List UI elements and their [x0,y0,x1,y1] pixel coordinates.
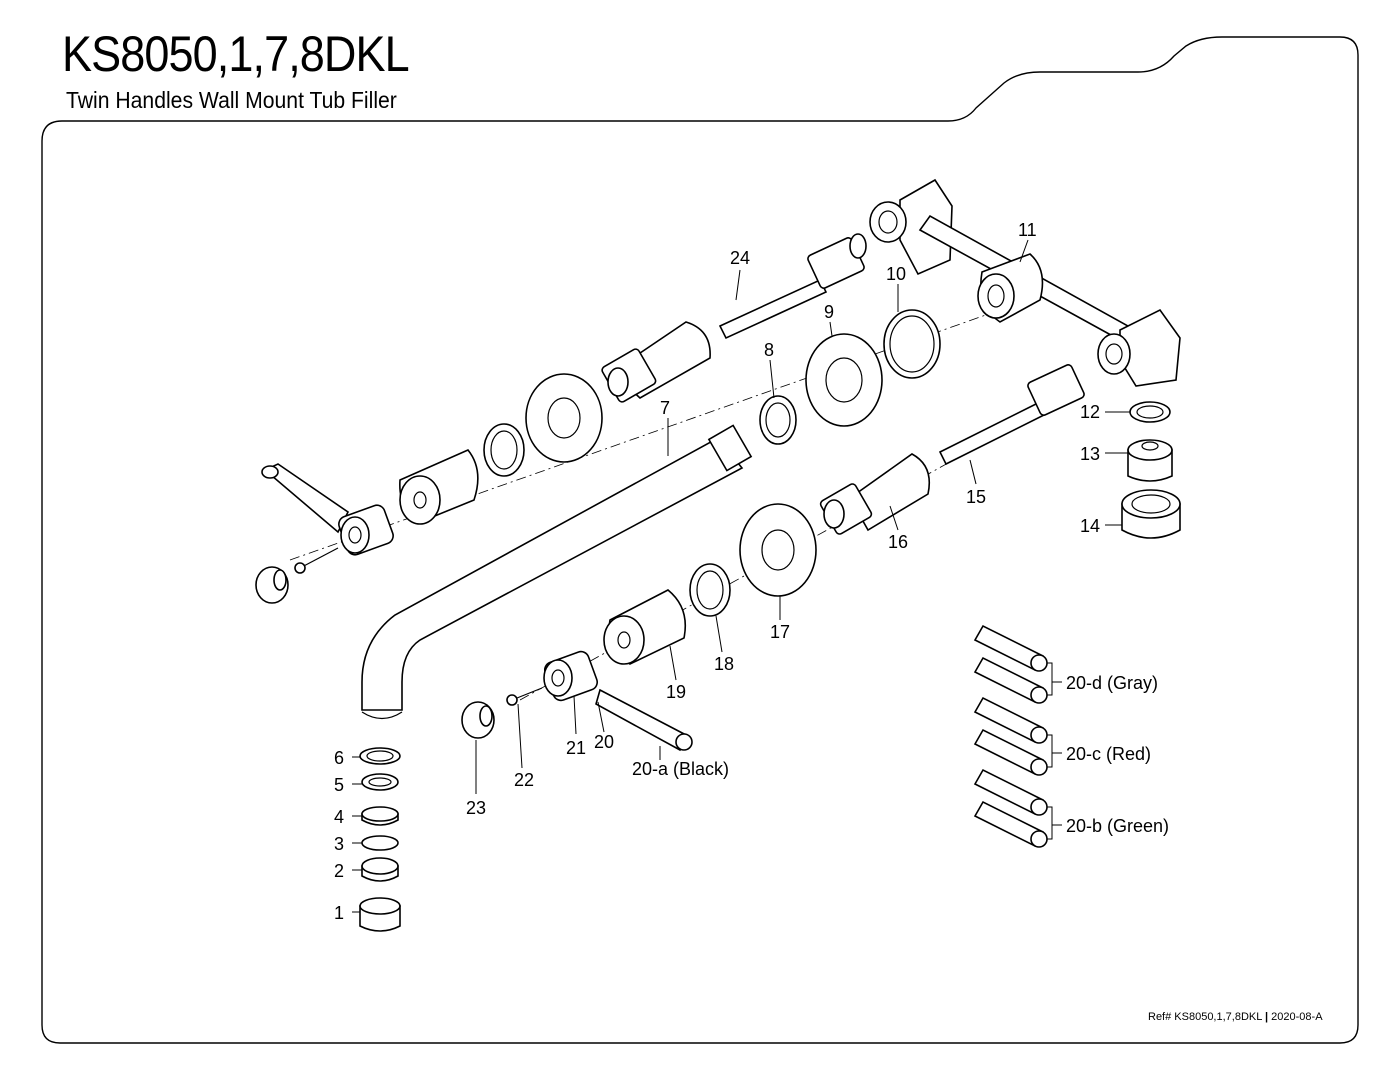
callout-14: 14 [1080,516,1100,536]
callout-labels: 1 2 3 4 5 6 7 8 9 10 11 12 13 14 15 16 1… [334,220,1169,923]
callout-4: 4 [334,807,344,827]
drawing-frame [41,36,1359,1044]
callout-5: 5 [334,775,344,795]
callout-16: 16 [888,532,908,552]
spout-part-7 [361,424,753,720]
reference-number: Ref# KS8050,1,7,8DKL [1148,1011,1262,1023]
callout-2: 2 [334,861,344,881]
callout-20d: 20-d (Gray) [1066,673,1158,693]
callout-19: 19 [666,682,686,702]
page-subtitle: Twin Handles Wall Mount Tub Filler [66,87,397,113]
callout-20c: 20-c (Red) [1066,744,1151,764]
reference-separator: | [1265,1011,1269,1023]
callout-10: 10 [886,264,906,284]
callout-20b: 20-b (Green) [1066,816,1169,836]
callout-1: 1 [334,903,344,923]
reference-footer: Ref# KS8050,1,7,8DKL | 2020-08-A [1148,1010,1323,1024]
revision-code: 2020-08-A [1271,1011,1323,1023]
lower-valve-assembly [461,364,1085,752]
callout-17: 17 [770,622,790,642]
callout-20: 20 [594,732,614,752]
upper-valve-assembly [255,233,867,604]
callout-15: 15 [966,487,986,507]
callout-20a: 20-a (Black) [632,759,729,779]
right-connector-parts [1121,401,1181,539]
callout-12: 12 [1080,402,1100,422]
callout-18: 18 [714,654,734,674]
optional-lever-sets [973,624,1062,848]
upper-middle-parts [759,309,941,445]
rough-in-body-part-11 [869,178,1181,387]
callout-8: 8 [764,340,774,360]
callout-3: 3 [334,834,344,854]
callout-24: 24 [730,248,750,268]
callout-11: 11 [1018,220,1037,240]
aerator-stack-parts-1-6 [359,747,401,932]
callout-13: 13 [1080,444,1100,464]
callout-7: 7 [660,398,670,418]
callout-23: 23 [466,798,486,818]
page-title: KS8050,1,7,8DKL [62,26,410,82]
callout-21: 21 [566,738,586,758]
callout-9: 9 [824,302,834,322]
leader-lines [352,239,1130,913]
callout-22: 22 [514,770,534,790]
callout-6: 6 [334,748,344,768]
